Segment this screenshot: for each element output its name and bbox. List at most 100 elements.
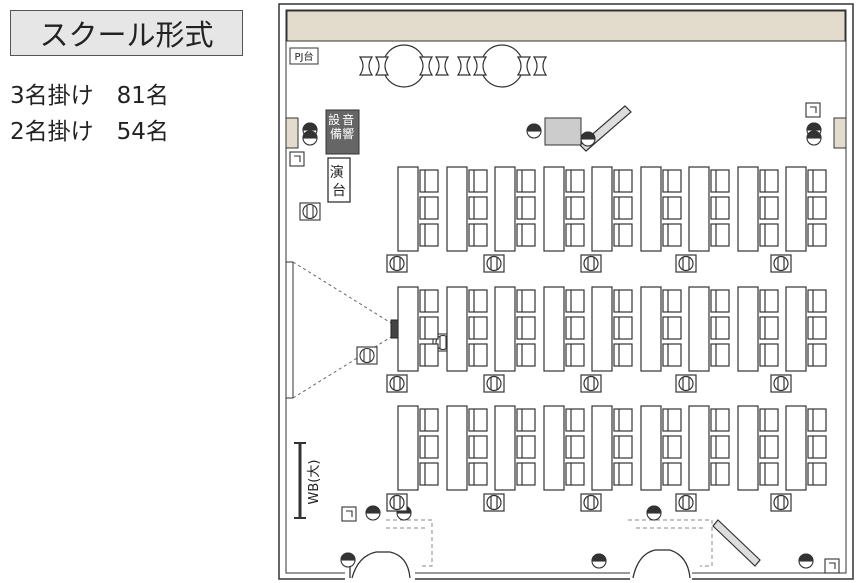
classroom-chair (468, 289, 488, 313)
classroom-chair (419, 289, 439, 313)
classroom-chair (468, 408, 488, 432)
classroom-chair (419, 169, 439, 193)
classroom-chair (613, 196, 633, 220)
classroom-chair (516, 462, 536, 486)
classroom-chair (759, 289, 779, 313)
fixture-circle (526, 123, 542, 139)
classroom-chair (710, 316, 730, 340)
projection-screen (285, 261, 294, 399)
capacity-3-seat-count: 81名 (116, 83, 169, 109)
top-wall-band (286, 10, 846, 42)
classroom-chair (516, 169, 536, 193)
aisle-chair (770, 254, 792, 273)
aisle-chair (675, 493, 697, 512)
classroom-chair (662, 343, 682, 367)
classroom-table (640, 286, 682, 372)
classroom-chair (468, 435, 488, 459)
classroom-chair (565, 435, 585, 459)
classroom-chair (613, 343, 633, 367)
classroom-chair (662, 435, 682, 459)
classroom-chair (565, 343, 585, 367)
classroom-chair (710, 289, 730, 313)
classroom-chair (613, 435, 633, 459)
classroom-table (446, 405, 488, 491)
classroom-chair (710, 223, 730, 247)
aisle-chair (356, 346, 378, 365)
classroom-chair (807, 408, 827, 432)
classroom-chair (419, 408, 439, 432)
round-table-chair (418, 56, 434, 76)
classroom-chair (516, 408, 536, 432)
classroom-chair (468, 169, 488, 193)
door-left (349, 551, 411, 579)
classroom-table (785, 405, 827, 491)
classroom-chair (807, 435, 827, 459)
classroom-chair (759, 408, 779, 432)
classroom-chair (419, 462, 439, 486)
aisle-chair (386, 254, 408, 273)
aisle-chair (580, 254, 602, 273)
aisle-chair (483, 493, 505, 512)
classroom-table (785, 166, 827, 252)
classroom-chair (565, 289, 585, 313)
classroom-chair (613, 408, 633, 432)
classroom-chair (662, 289, 682, 313)
capacity-3-seat: 3名掛け 81名 (10, 76, 169, 110)
classroom-chair (516, 316, 536, 340)
podium-label: 演 台 (330, 165, 348, 199)
pj-stand-label: PJ台 (295, 50, 314, 63)
classroom-chair (565, 196, 585, 220)
classroom-table (494, 405, 536, 491)
round-table-chair (456, 56, 472, 76)
classroom-chair (565, 408, 585, 432)
aisle-chair (299, 202, 321, 221)
classroom-table (543, 166, 585, 252)
round-table (456, 44, 548, 88)
classroom-chair (807, 343, 827, 367)
classroom-table (494, 286, 536, 372)
classroom-chair (565, 169, 585, 193)
classroom-table (785, 286, 827, 372)
aisle-chair (483, 374, 505, 393)
sound-equipment (325, 109, 360, 155)
fixture-circle (580, 131, 596, 147)
classroom-chair (516, 196, 536, 220)
round-tables (358, 44, 548, 88)
classroom-chair (662, 316, 682, 340)
round-table-chair (472, 56, 488, 76)
classroom-chair (759, 223, 779, 247)
speaker-stand (544, 117, 582, 146)
classroom-chair (516, 223, 536, 247)
aisle-chair (580, 493, 602, 512)
classroom-chair (516, 343, 536, 367)
door-right (632, 549, 691, 579)
classroom-chair (419, 316, 439, 340)
classroom-table (640, 166, 682, 252)
classroom-chair (807, 316, 827, 340)
classroom-chair (468, 462, 488, 486)
round-table-chair (434, 56, 450, 76)
classroom-table (591, 286, 633, 372)
classroom-chair (419, 435, 439, 459)
classroom-chair (565, 462, 585, 486)
classroom-chair (419, 223, 439, 247)
classroom-table (397, 405, 439, 491)
aisle-chair (483, 254, 505, 273)
classroom-chair (759, 435, 779, 459)
classroom-chair (613, 289, 633, 313)
pj-stand (289, 47, 319, 65)
classroom-table (446, 286, 488, 372)
aisle-chair (386, 374, 408, 393)
classroom-table (737, 166, 779, 252)
classroom-chair (662, 408, 682, 432)
outer-wall (278, 3, 854, 580)
classroom-table (543, 405, 585, 491)
classroom-chair (468, 316, 488, 340)
capacity-2-seat-label: 2名掛け (10, 119, 94, 145)
classroom-chair (710, 462, 730, 486)
classroom-chair (710, 408, 730, 432)
classroom-chair (807, 289, 827, 313)
aisle-chair (580, 374, 602, 393)
classroom-chair (468, 223, 488, 247)
fixture-circle (806, 130, 822, 146)
